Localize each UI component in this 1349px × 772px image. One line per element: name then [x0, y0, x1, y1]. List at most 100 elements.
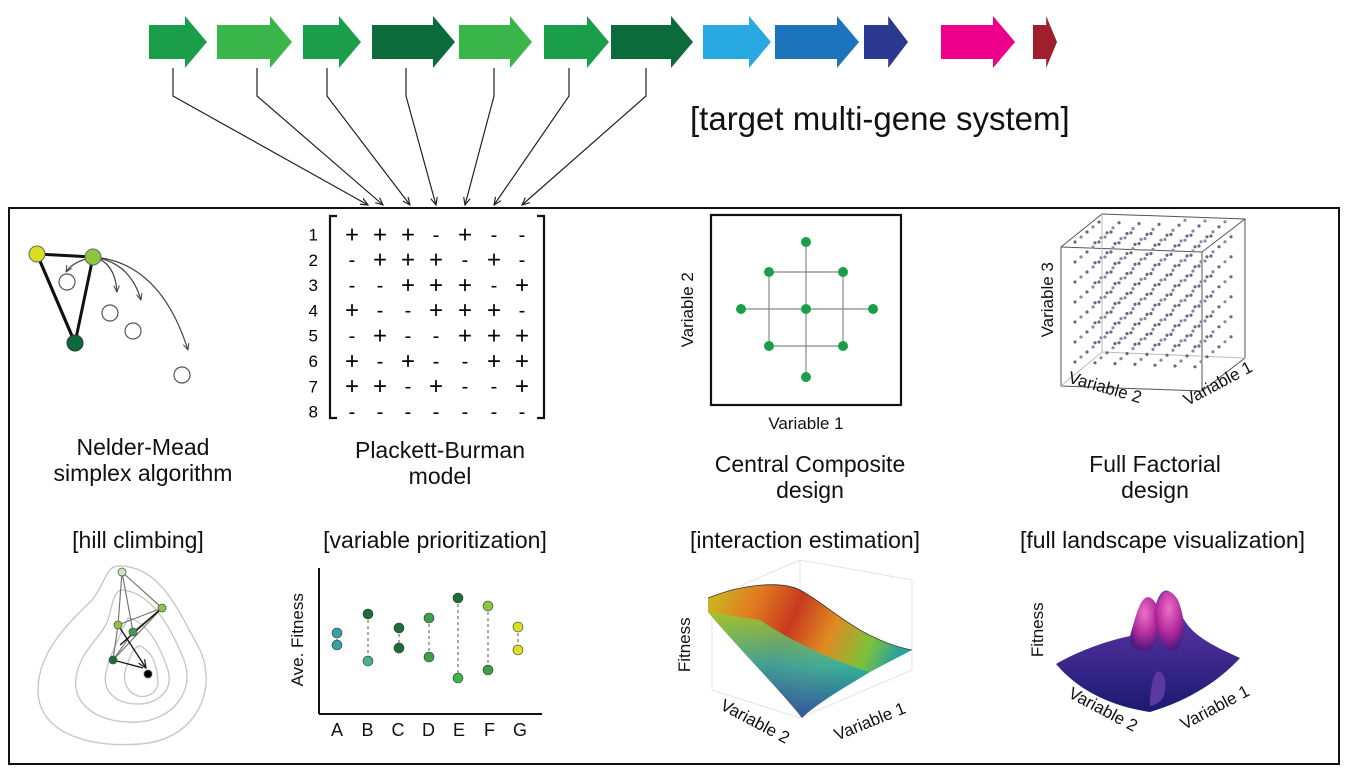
matrix-cell: - [491, 275, 498, 297]
matrix-cell: + [401, 221, 415, 248]
simplex-vertex [66, 334, 84, 352]
matrix-cell: - [349, 325, 356, 347]
matrix-cell: - [433, 325, 440, 347]
matrix-cell: + [373, 221, 387, 248]
matrix-row-number: 1 [309, 225, 318, 244]
fitness-point-plus [452, 592, 464, 604]
fitness-point-plus [393, 622, 405, 634]
matrix-row-number: 6 [309, 352, 318, 371]
matrix-cell: + [515, 323, 529, 350]
matrix-cell: + [345, 348, 359, 375]
gene-arrow [459, 16, 532, 68]
matrix-cell: + [429, 272, 443, 299]
design-point [801, 237, 811, 247]
full-landscape-surface-plot [1056, 590, 1240, 712]
matrix-row-number: 3 [309, 276, 318, 295]
matrix-row-number: 2 [309, 251, 318, 270]
target-system-label: [target multi-gene system] [690, 100, 1070, 137]
methods-frame [8, 207, 1340, 765]
ccd-xlabel: Variable 1 [768, 414, 844, 433]
matrix-cell: + [429, 373, 443, 400]
pb-chart-category: A [330, 720, 343, 740]
nelder-mead-title-line2: simplex algorithm [53, 460, 233, 487]
matrix-cell: - [433, 401, 440, 423]
design-point [736, 304, 746, 314]
gene-arrows [149, 16, 1057, 68]
fitness-point-minus [423, 651, 435, 663]
matrix-cell: - [405, 401, 412, 423]
ccd-surface-zlabel: Fitness [675, 617, 695, 673]
full-factorial-title-line1: Full Factorial [1089, 451, 1221, 477]
fitness-point-plus [512, 621, 524, 633]
simplex-vertex [84, 248, 102, 266]
design-point [801, 372, 811, 382]
design-point [764, 267, 774, 277]
matrix-cell: + [345, 221, 359, 248]
hill-climbing-contour-graphic [37, 565, 207, 746]
hill-climbing-points [108, 567, 167, 679]
matrix-cell: - [405, 325, 412, 347]
matrix-cell: - [405, 300, 412, 322]
matrix-cell: + [458, 221, 472, 248]
matrix-row-number: 5 [309, 327, 318, 346]
matrix-cell: - [433, 351, 440, 373]
gene-arrow [544, 16, 609, 68]
design-point [868, 304, 878, 314]
matrix-cell: + [373, 373, 387, 400]
pb-chart-category: B [361, 720, 374, 740]
matrix-cell: - [349, 275, 356, 297]
ff-surface-zlabel: Fitness [1028, 602, 1048, 658]
matrix-cell: + [401, 348, 415, 375]
gene-arrow [864, 16, 908, 68]
full-factorial-cube [1060, 213, 1246, 392]
pb-chart-ylabel: Ave. Fitness [288, 593, 308, 687]
matrix-cell: - [462, 351, 469, 373]
fitness-point-minus [331, 639, 343, 651]
gene-arrow [611, 16, 693, 68]
pb-chart-category: E [452, 720, 465, 740]
full-factorial-title: Full Factorial design [1040, 451, 1270, 504]
fitness-point-minus [512, 644, 524, 656]
pb-chart-category: F [484, 720, 495, 740]
fitness-point-minus [452, 672, 464, 684]
nelder-mead-title-line1: Nelder-Mead [76, 434, 210, 460]
gene-arrow [149, 16, 207, 68]
matrix-cell: + [487, 297, 501, 324]
interaction-surface-plot [707, 559, 913, 719]
matrix-cell: + [458, 323, 472, 350]
matrix-cell: - [519, 224, 526, 246]
matrix-cell: + [345, 373, 359, 400]
fitness-point-minus [393, 642, 405, 654]
plackett-burman-title: Plackett-Burman model [320, 437, 560, 490]
plackett-burman-title-line2: model [408, 463, 472, 490]
matrix-cell: + [401, 272, 415, 299]
variable-prioritization-chart [318, 568, 542, 715]
ccd-ylabel: Variable 2 [678, 272, 698, 348]
matrix-cell: - [519, 401, 526, 423]
matrix-cell: - [519, 300, 526, 322]
nelder-mead-simplex-graphic [28, 245, 191, 384]
matrix-cell: + [345, 297, 359, 324]
central-composite-title-line1: Central Composite [714, 451, 906, 477]
fitness-point-plus [423, 612, 435, 624]
matrix-cell: - [462, 376, 469, 398]
gene-arrow [217, 16, 292, 68]
matrix-cell: + [401, 247, 415, 274]
matrix-cell: - [519, 250, 526, 272]
matrix-row-number: 4 [309, 301, 318, 320]
pb-chart-category: C [391, 720, 405, 740]
gene-arrow [372, 16, 455, 68]
fitness-point-plus [331, 627, 343, 639]
plackett-burman-matrix-brackets [328, 214, 546, 420]
matrix-cell: - [491, 401, 498, 423]
variable-prioritization-tag: [variable prioritization] [323, 527, 547, 553]
matrix-cell: - [491, 376, 498, 398]
fitness-point-minus [362, 655, 374, 667]
matrix-cell: + [458, 272, 472, 299]
matrix-cell: - [462, 250, 469, 272]
full-factorial-title-line2: design [1121, 477, 1189, 504]
design-point [838, 267, 848, 277]
matrix-cell: + [373, 247, 387, 274]
gene-arrow [303, 16, 361, 68]
matrix-cell: + [429, 297, 443, 324]
